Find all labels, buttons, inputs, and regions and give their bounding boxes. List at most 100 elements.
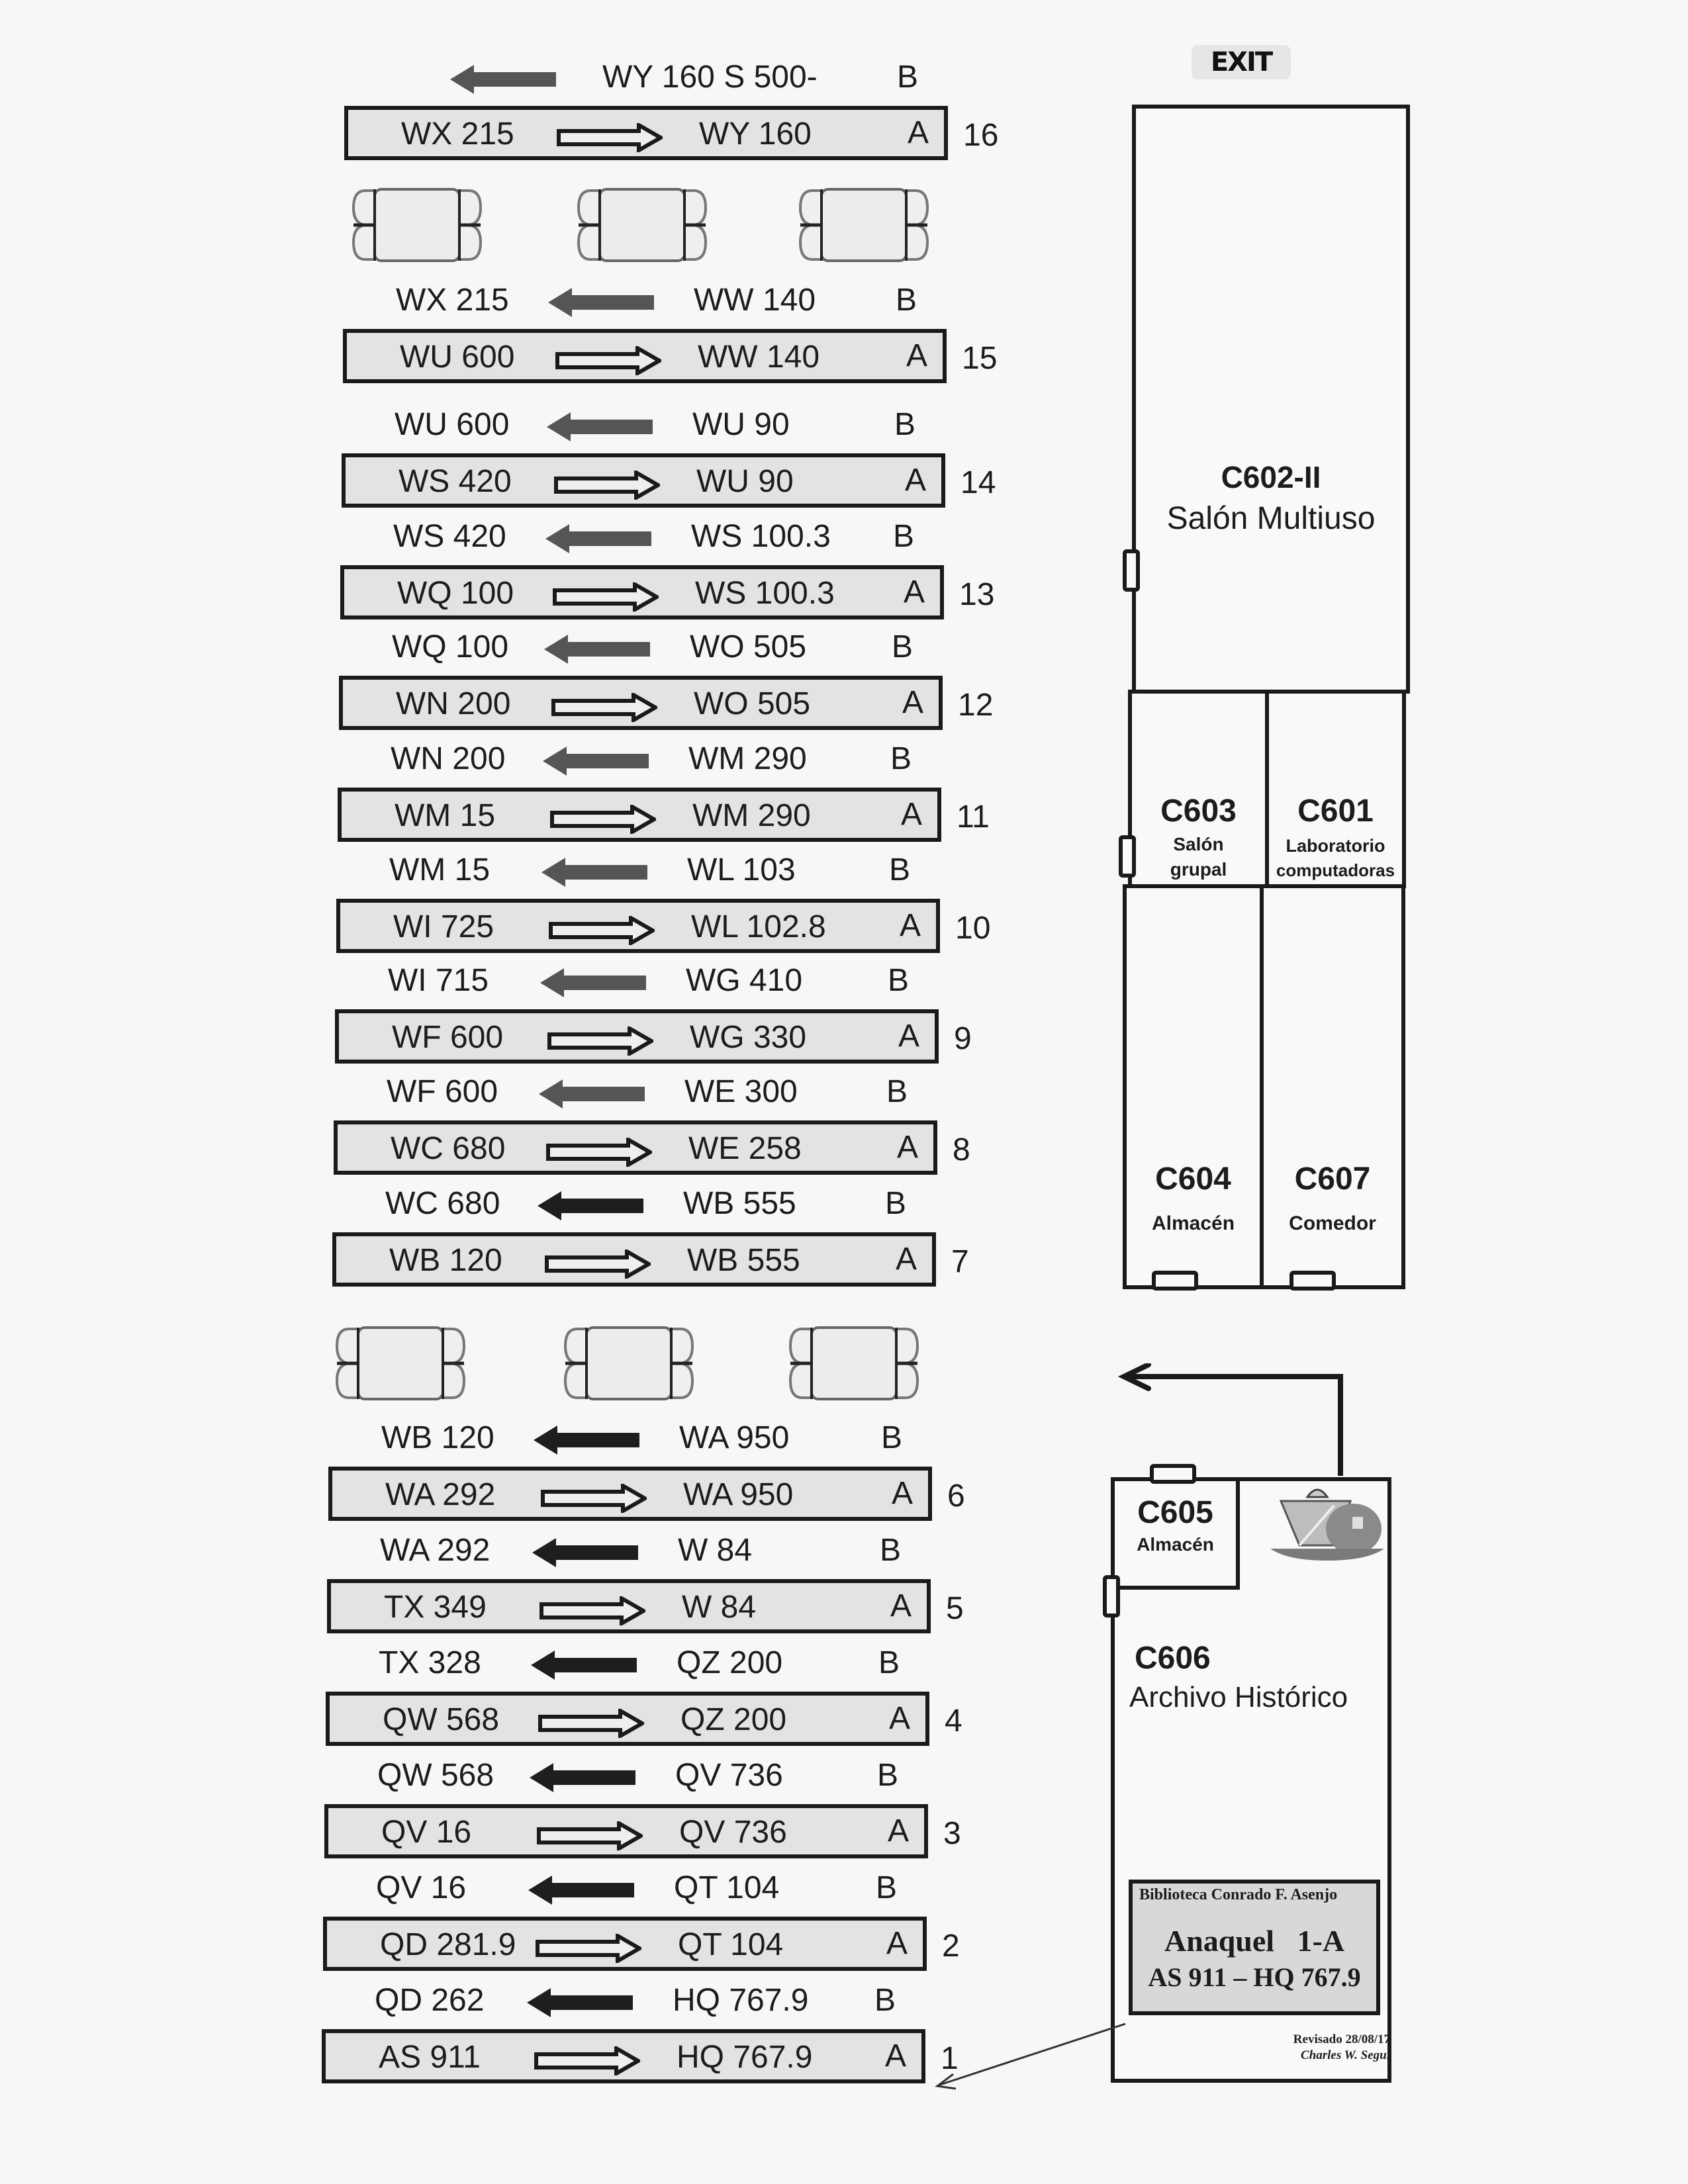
range-start: WM 15 — [389, 852, 491, 887]
shelf-side-a: WB 120 WB 555 A — [332, 1232, 936, 1287]
door — [1150, 1464, 1196, 1484]
arrow-right-icon — [534, 2042, 643, 2077]
door — [1119, 835, 1136, 878]
range-end: WB 555 — [687, 1243, 800, 1278]
side-label: A — [886, 1926, 908, 1961]
room-c607: C607 Comedor — [1260, 884, 1405, 1289]
room-name: Almacén — [1151, 1212, 1235, 1234]
arrow-left-icon — [450, 64, 556, 94]
shelf-sign: Biblioteca Conrado F. Asenjo Anaquel 1-A… — [1129, 1880, 1380, 2015]
shelf-side-b: WM 15 WL 103 B — [336, 850, 959, 891]
arrow-right-icon — [538, 1705, 647, 1740]
range-end: HQ 767.9 — [677, 2040, 813, 2075]
side-label: A — [900, 908, 921, 943]
shelf-number: 14 — [961, 465, 996, 500]
range-end: QZ 200 — [677, 1645, 783, 1680]
shelf-number: 1 — [941, 2041, 959, 2076]
room-name: computadoras — [1276, 860, 1395, 880]
shelf-side-b: WX 215 WW 140 B — [343, 280, 965, 321]
shelf-side-a: WF 600 WG 330 A — [335, 1009, 939, 1064]
shelf-side-b: QW 568 QV 736 B — [324, 1755, 947, 1796]
shelf-range: AS 911 – HQ 767.9 — [1148, 1962, 1361, 1992]
room-code: C602-II — [1221, 460, 1321, 494]
side-label: B — [876, 1870, 898, 1905]
side-label: A — [908, 115, 929, 150]
arrow-right-icon — [547, 1023, 656, 1058]
side-label: A — [885, 2038, 907, 2073]
arrow-left-icon — [547, 411, 653, 441]
range-end: WG 330 — [690, 1020, 807, 1055]
shelf-side-b: WU 600 WU 90 B — [342, 404, 964, 445]
arrow-right-icon — [537, 1817, 645, 1852]
range-start: WU 600 — [395, 407, 510, 442]
side-label: B — [881, 1420, 903, 1455]
range-start: QW 568 — [383, 1702, 500, 1737]
shelf-side-b: QD 262 HQ 767.9 B — [322, 1980, 944, 2021]
arrow-left-icon — [541, 856, 647, 887]
library-logo-icon — [1270, 1488, 1384, 1561]
range-end: WW 140 — [694, 283, 816, 318]
room-name: Salón — [1173, 834, 1224, 854]
room-code: C606 — [1135, 1641, 1211, 1676]
range-start: WX 215 — [401, 116, 514, 152]
room-code: C603 — [1160, 794, 1237, 829]
arrow-right-icon — [551, 689, 660, 724]
range-start: QV 16 — [381, 1815, 472, 1850]
range-start: QW 568 — [377, 1758, 494, 1793]
arrow-left-icon — [534, 1424, 639, 1455]
side-label: A — [906, 338, 928, 373]
shelf-number: 15 — [962, 341, 998, 376]
shelf-side-a: WQ 100 WS 100.3 A — [340, 565, 944, 619]
shelf-side-a: WM 15 WM 290 A — [338, 788, 941, 842]
shelf-side-b: WN 200 WM 290 B — [338, 739, 960, 780]
room-c604: C604 Almacén — [1123, 884, 1264, 1289]
shelf-side-a: WS 420 WU 90 A — [342, 453, 945, 508]
shelf-side-a: QD 281.9 QT 104 A — [323, 1917, 927, 1971]
room-code: C605 — [1137, 1495, 1213, 1530]
range-end: WM 290 — [688, 741, 807, 776]
shelf-side-b: WF 600 WE 300 B — [334, 1071, 956, 1113]
side-label: A — [897, 1130, 919, 1165]
room-c603: C603 Salón grupal — [1128, 690, 1269, 888]
shelf-number: 11 — [957, 799, 990, 835]
range-start: WF 600 — [392, 1020, 504, 1055]
range-start: WB 120 — [389, 1243, 502, 1278]
range-end: WW 140 — [698, 340, 820, 375]
arrow-right-icon — [557, 119, 665, 154]
room-code: C604 — [1155, 1161, 1231, 1197]
side-label: A — [901, 797, 923, 832]
arrow-left-icon — [527, 1987, 633, 2017]
range-start: WM 15 — [395, 798, 496, 833]
arrow-right-icon — [539, 1592, 648, 1627]
range-start: WA 292 — [385, 1477, 496, 1512]
side-label: A — [889, 1701, 911, 1736]
range-start: WC 680 — [391, 1131, 506, 1166]
study-table-icon — [788, 1324, 920, 1403]
arrow-left-icon — [530, 1762, 635, 1792]
shelf-number: 5 — [946, 1591, 964, 1626]
range-end: WU 90 — [692, 407, 790, 442]
range-end: WS 100.3 — [691, 519, 831, 554]
range-start: WN 200 — [396, 686, 511, 721]
door — [1123, 549, 1140, 592]
range-end: QT 104 — [674, 1870, 780, 1905]
range-end: QV 736 — [679, 1815, 787, 1850]
arrow-right-icon — [541, 1480, 649, 1515]
range-start: WN 200 — [391, 741, 506, 776]
pointer-arrow — [935, 2023, 1126, 2090]
side-label: A — [898, 1019, 920, 1054]
shelf-side-a: TX 349 W 84 A — [327, 1579, 931, 1633]
arrow-right-icon — [546, 1134, 655, 1169]
study-table-icon — [563, 1324, 695, 1403]
side-label: B — [894, 407, 916, 442]
shelf-side-b: WC 680 WB 555 B — [332, 1183, 955, 1224]
shelf-side-a: AS 911 HQ 767.9 A — [322, 2029, 925, 2083]
shelf-number: 8 — [953, 1132, 970, 1167]
range-start: WF 600 — [387, 1074, 498, 1109]
range-start: TX 328 — [379, 1645, 481, 1680]
side-label: B — [889, 852, 911, 887]
shelf-side-b: WI 715 WG 410 B — [335, 960, 957, 1001]
shelf-side-b: TX 328 QZ 200 B — [326, 1643, 948, 1684]
shelf-number: 13 — [959, 577, 995, 612]
room-code: C601 — [1297, 794, 1374, 829]
